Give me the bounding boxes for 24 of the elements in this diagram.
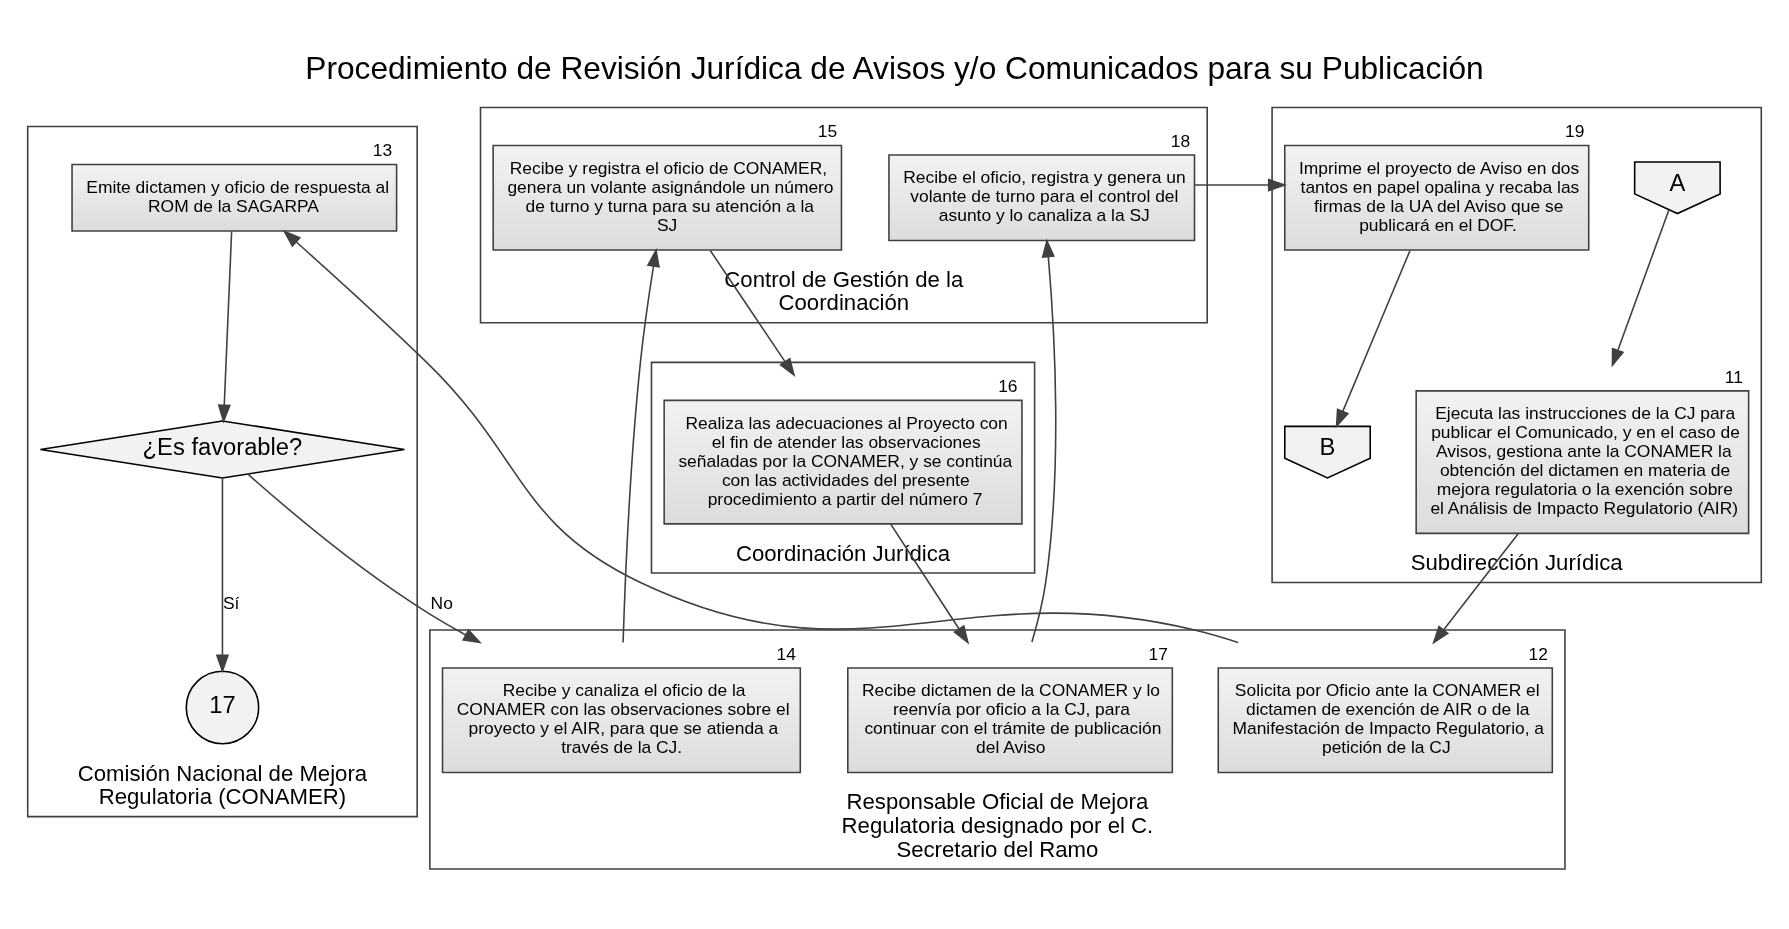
arrow: [1031, 238, 1057, 643]
node-label: 19: [1564, 121, 1585, 142]
node-label: 16: [998, 376, 1018, 397]
node-circle: 17: [185, 670, 260, 745]
node-label: 18: [1170, 130, 1191, 151]
node-label: 14: [776, 643, 796, 664]
arrow: [217, 230, 233, 424]
arrow: [215, 477, 230, 674]
arrow: [282, 229, 1239, 644]
edge-label: No: [430, 593, 453, 614]
node-label: 12: [1528, 643, 1548, 664]
arrow: [622, 247, 660, 644]
arrow: [1611, 209, 1670, 368]
edge-label: Sí: [222, 593, 240, 614]
node-label: 17: [1148, 643, 1168, 664]
node-label: 13: [372, 140, 393, 161]
diagram-title: Procedimiento de Revisión Jurídica de Avisos y/o Comunicados para su Publicación: [305, 50, 1484, 86]
arrow: [247, 473, 482, 644]
arrow: [1193, 178, 1287, 192]
arrow: [709, 249, 796, 377]
node-label: 11: [1724, 366, 1743, 387]
node-diamond: ¿Es favorable?: [39, 420, 406, 479]
arrow: [1335, 249, 1411, 429]
node-label: 15: [817, 121, 838, 142]
